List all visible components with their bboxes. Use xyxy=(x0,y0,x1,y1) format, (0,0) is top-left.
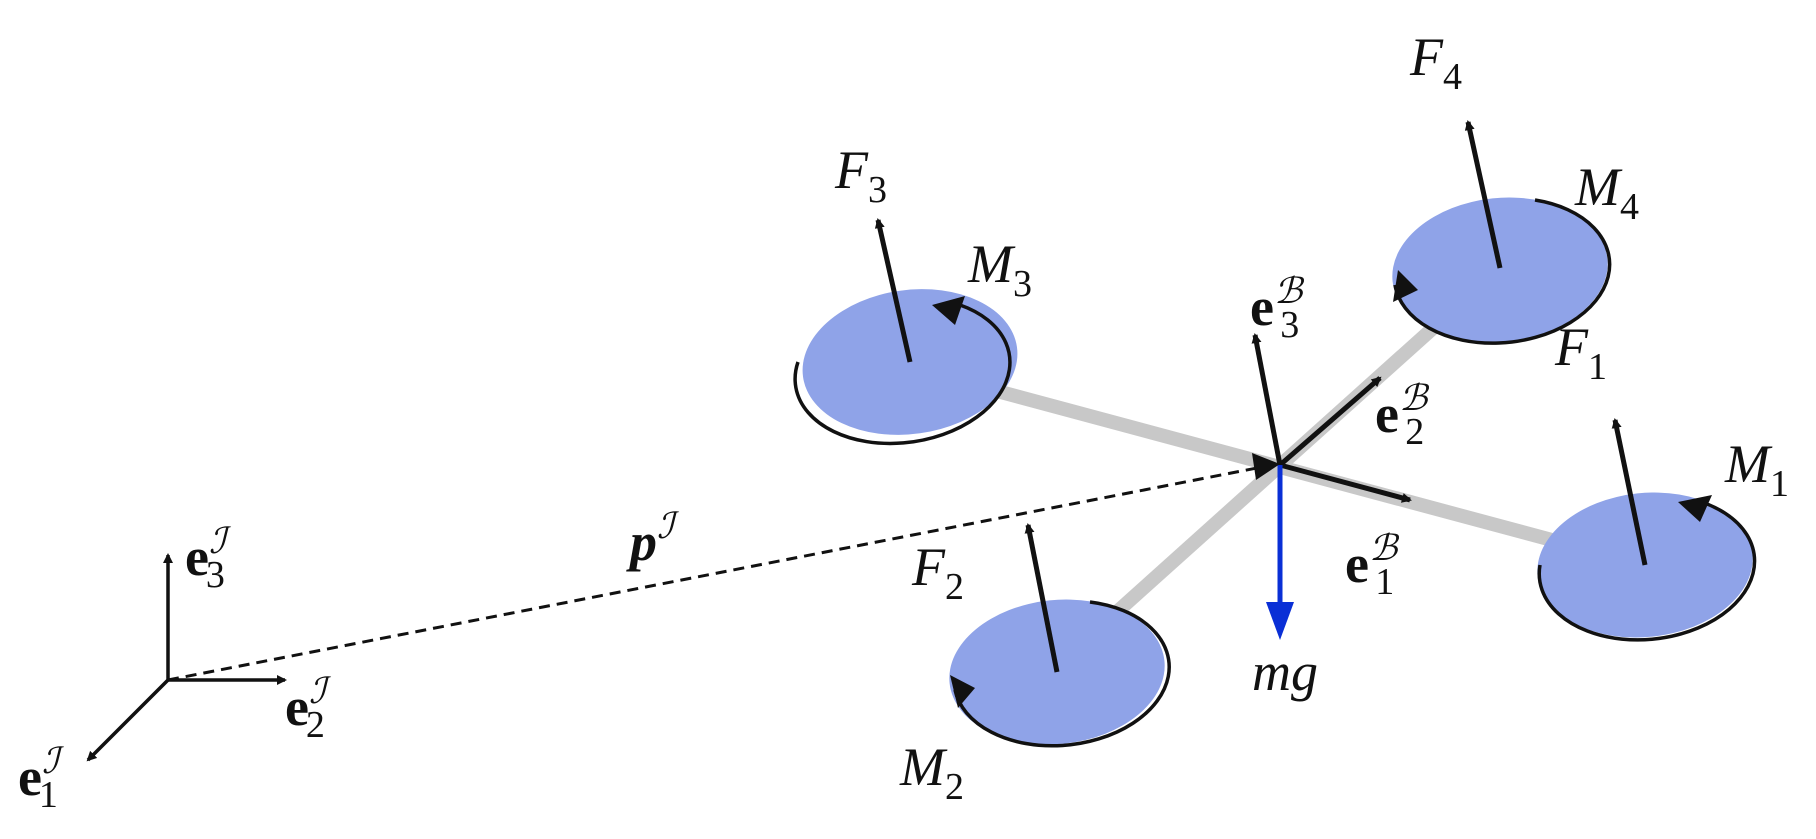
rotor-1-edge xyxy=(1537,498,1757,642)
thrust-vector-1 xyxy=(1611,418,1648,566)
rotor-4-disk xyxy=(1392,197,1608,343)
label-p: pℐ xyxy=(626,506,680,572)
rotor-2-edge xyxy=(953,600,1171,748)
arm-2-4 xyxy=(1045,262,1505,678)
rotor-4 xyxy=(1392,197,1612,345)
label-F4: F4 xyxy=(1409,27,1462,98)
inertial-frame xyxy=(86,453,1280,762)
label-mg: mg xyxy=(1252,642,1318,702)
rotor-3-edge xyxy=(793,303,1012,446)
thrust-vector-3 xyxy=(874,218,913,363)
rotor-4-moment-head xyxy=(1393,270,1418,302)
gravity-arrowhead xyxy=(1266,602,1294,640)
position-vector xyxy=(167,465,1263,682)
label-M4: M4 xyxy=(1574,157,1639,228)
label-F3: F3 xyxy=(834,140,887,211)
body-axis-e2 xyxy=(1278,376,1382,467)
inertial-axis-e1 xyxy=(86,678,170,762)
rotor-4-edge xyxy=(1393,198,1612,345)
label-M2: M2 xyxy=(899,737,964,808)
rotor-3-moment-head xyxy=(932,296,965,325)
label-F2: F2 xyxy=(911,537,964,608)
rotor-2-moment-head xyxy=(950,675,975,708)
thrust-vector-4 xyxy=(1464,120,1503,269)
body-axis-e3 xyxy=(1251,333,1283,466)
position-arrowhead xyxy=(1252,453,1280,480)
rotor-1-moment-head xyxy=(1678,495,1712,522)
label-M3: M3 xyxy=(967,234,1032,305)
body-axis-e1 xyxy=(1279,462,1412,503)
label-F1: F1 xyxy=(1554,317,1607,388)
thrust-vector-2 xyxy=(1024,523,1060,673)
label-M1: M1 xyxy=(1724,434,1789,505)
body-frame xyxy=(1251,333,1412,640)
